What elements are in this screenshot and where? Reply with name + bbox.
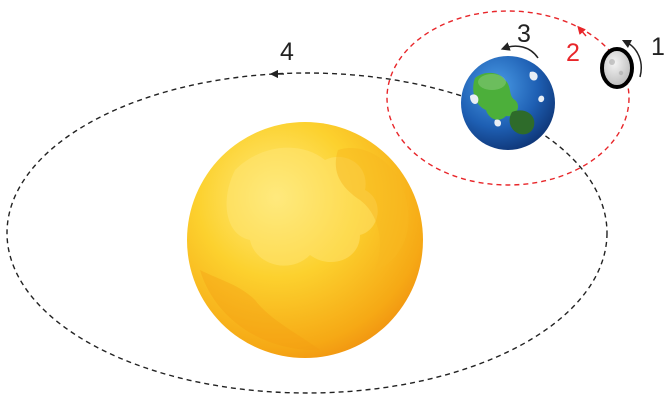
earth-orbit-label: 4 [280, 38, 294, 66]
earth-globe-icon [461, 56, 555, 150]
earth-spin-label: 3 [517, 20, 531, 48]
moon-orbit-label: 2 [566, 39, 580, 67]
moon-spin-label: 1 [651, 33, 664, 61]
sun-icon [187, 122, 423, 358]
moon-icon [600, 47, 634, 89]
earth-spin-arrow [500, 42, 539, 59]
earth-orbit-path [6, 72, 608, 394]
moon-orbit-arrow [577, 25, 587, 37]
moon-spin-arrow [621, 39, 642, 78]
moon-orbit-path [386, 10, 630, 186]
